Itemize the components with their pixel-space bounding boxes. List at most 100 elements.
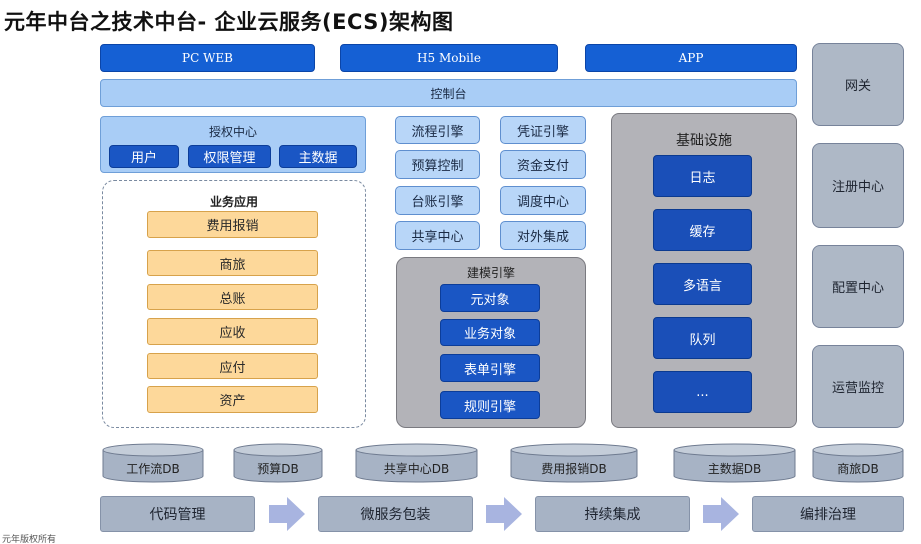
infra-item-label: ...	[696, 384, 709, 400]
biz-app-label: 商旅	[219, 257, 246, 273]
console-bar[interactable]: 控制台	[100, 79, 797, 107]
engine-label: 调度中心	[516, 195, 569, 210]
biz-app-ledger[interactable]: 总账	[147, 284, 318, 310]
engine-integration[interactable]: 对外集成	[500, 221, 586, 250]
infra-item-label: 多语言	[682, 278, 722, 294]
auth-user-button[interactable]: 用户	[109, 145, 179, 168]
client-h5-mobile[interactable]: H5 Mobile	[340, 44, 558, 72]
db-label: 工作流DB	[126, 462, 180, 476]
model-form-engine[interactable]: 表单引擎	[440, 354, 540, 382]
biz-app-label: 总账	[219, 291, 246, 307]
ops-monitor-box[interactable]: 运营监控	[812, 345, 904, 428]
model-item-label: 业务对象	[463, 327, 516, 342]
biz-app-label: 应收	[219, 326, 246, 341]
infra-item-label: 缓存	[689, 224, 716, 240]
auth-item-label: 主数据	[298, 151, 338, 166]
db-budget[interactable]: 预算DB	[233, 443, 323, 483]
db-label: 主数据DB	[707, 462, 762, 476]
auth-item-label: 权限管理	[203, 151, 256, 166]
db-travel[interactable]: 商旅DB	[812, 443, 904, 483]
pipeline-label: 微服务包装	[360, 507, 431, 523]
arrow-right-icon	[269, 497, 305, 531]
biz-app-label: 资产	[219, 394, 246, 409]
infra-cache[interactable]: 缓存	[653, 209, 752, 251]
biz-app-receivable[interactable]: 应收	[147, 318, 318, 345]
engine-label: 台账引擎	[411, 195, 464, 210]
db-master-data[interactable]: 主数据DB	[673, 443, 796, 483]
infrastructure-title: 基础设施	[676, 133, 732, 149]
database-cylinder-icon	[355, 443, 478, 483]
model-rule-engine[interactable]: 规则引擎	[440, 391, 540, 419]
database-cylinder-icon	[233, 443, 323, 483]
db-label: 预算DB	[257, 462, 299, 476]
engine-voucher[interactable]: 凭证引擎	[500, 116, 586, 144]
infra-i18n[interactable]: 多语言	[653, 263, 752, 305]
biz-app-assets[interactable]: 资产	[147, 386, 318, 413]
database-cylinder-icon	[673, 443, 796, 483]
gateway-box[interactable]: 网关	[812, 43, 904, 126]
database-cylinder-icon	[812, 443, 904, 483]
client-app[interactable]: APP	[585, 44, 797, 72]
db-workflow[interactable]: 工作流DB	[102, 443, 204, 483]
auth-item-label: 用户	[130, 151, 157, 166]
engine-fund-payment[interactable]: 资金支付	[500, 150, 586, 179]
db-label: 费用报销DB	[541, 462, 607, 476]
engine-label: 预算控制	[411, 159, 464, 174]
client-label: APP	[678, 51, 704, 65]
db-label: 共享中心DB	[383, 462, 450, 476]
ops-monitor-label: 运营监控	[831, 381, 884, 396]
infra-logging[interactable]: 日志	[653, 155, 752, 197]
db-expense[interactable]: 费用报销DB	[510, 443, 638, 483]
business-apps-title: 业务应用	[209, 195, 258, 209]
infra-queue[interactable]: 队列	[653, 317, 752, 359]
config-center-box[interactable]: 配置中心	[812, 245, 904, 328]
biz-app-label: 费用报销	[206, 219, 259, 234]
db-label: 商旅DB	[837, 462, 879, 476]
engine-workflow[interactable]: 流程引擎	[395, 116, 480, 144]
pipeline-orchestration[interactable]: 编排治理	[752, 496, 904, 532]
arrow-right-icon	[486, 497, 522, 531]
biz-app-payable[interactable]: 应付	[147, 353, 318, 379]
pipeline-continuous-integration[interactable]: 持续集成	[535, 496, 690, 532]
db-shared-center[interactable]: 共享中心DB	[355, 443, 478, 483]
registry-label: 注册中心	[831, 180, 884, 195]
auth-center-title: 授权中心	[208, 125, 257, 139]
console-label: 控制台	[430, 86, 467, 101]
client-label: PC WEB	[182, 51, 233, 65]
model-item-label: 规则引擎	[463, 399, 516, 415]
pipeline-code-management[interactable]: 代码管理	[100, 496, 255, 532]
modeling-engine-title: 建模引擎	[466, 266, 515, 280]
database-cylinder-icon	[102, 443, 204, 483]
pipeline-microservice-packaging[interactable]: 微服务包装	[318, 496, 473, 532]
pipeline-label: 编排治理	[800, 507, 856, 523]
biz-app-expense[interactable]: 费用报销	[147, 211, 318, 238]
engine-label: 凭证引擎	[516, 124, 569, 140]
page-title: 元年中台之技术中台- 企业云服务(ECS)架构图	[4, 10, 454, 34]
client-pc-web[interactable]: PC WEB	[100, 44, 315, 72]
pipeline-label: 代码管理	[149, 507, 206, 523]
biz-app-label: 应付	[219, 360, 246, 376]
engine-label: 流程引擎	[411, 124, 464, 140]
arrow-right-icon	[703, 497, 739, 531]
engine-label: 对外集成	[516, 230, 569, 245]
engine-ledger[interactable]: 台账引擎	[395, 186, 480, 215]
gateway-label: 网关	[844, 79, 871, 94]
model-item-label: 元对象	[470, 292, 510, 308]
biz-app-travel[interactable]: 商旅	[147, 250, 318, 276]
engine-shared-center[interactable]: 共享中心	[395, 221, 480, 250]
infra-more[interactable]: ...	[653, 371, 752, 413]
model-business-object[interactable]: 业务对象	[440, 319, 540, 346]
model-item-label: 表单引擎	[463, 362, 516, 378]
model-meta-object[interactable]: 元对象	[440, 284, 540, 312]
infra-item-label: 队列	[689, 332, 716, 348]
config-center-label: 配置中心	[831, 281, 884, 296]
registry-box[interactable]: 注册中心	[812, 143, 904, 228]
engine-scheduler[interactable]: 调度中心	[500, 186, 586, 215]
auth-permission-button[interactable]: 权限管理	[188, 145, 271, 168]
auth-center-box: 授权中心 用户 权限管理 主数据	[100, 116, 366, 173]
auth-master-data-button[interactable]: 主数据	[279, 145, 357, 168]
client-label: H5 Mobile	[417, 51, 481, 65]
database-cylinder-icon	[510, 443, 638, 483]
engine-budget-control[interactable]: 预算控制	[395, 150, 480, 179]
engine-label: 共享中心	[411, 230, 464, 245]
